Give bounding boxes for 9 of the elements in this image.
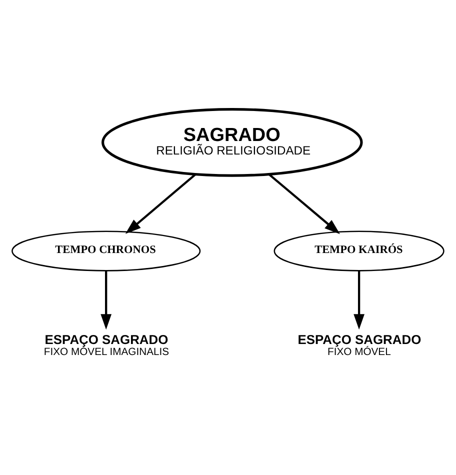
node-ellipse: SAGRADO RELIGIÃO RELIGIOSIDADE [102, 108, 363, 177]
arrow [268, 173, 340, 234]
arrow [100, 270, 112, 330]
node-text: ESPAÇO SAGRADO FIXO MÓVEL [298, 332, 422, 358]
node-ellipse: TEMPO KAIRÓS [274, 230, 444, 272]
node-ellipse: TEMPO CHRONOS [12, 230, 201, 272]
node-text: ESPAÇO SAGRADO FIXO MÓVEL IMAGINALIS [44, 332, 170, 358]
arrow [354, 270, 365, 330]
arrow [125, 173, 196, 234]
